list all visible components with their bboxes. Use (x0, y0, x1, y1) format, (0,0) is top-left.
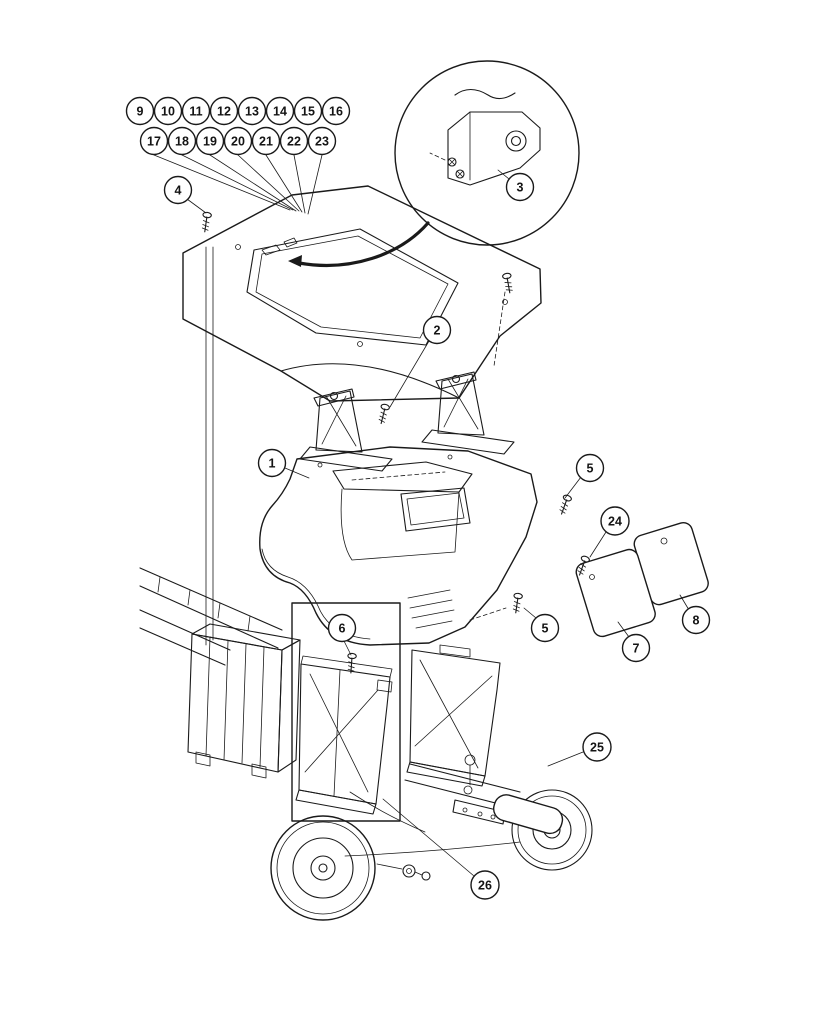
svg-text:16: 16 (329, 105, 343, 119)
top-cowl (182, 185, 542, 402)
callout-balloon-1: 1 (257, 448, 287, 478)
svg-text:23: 23 (315, 135, 329, 149)
callout-balloon-25: 25 (582, 732, 612, 762)
battery-box (187, 623, 301, 779)
callout-balloon-18: 18 (167, 126, 197, 156)
svg-text:13: 13 (245, 105, 259, 119)
callout-balloon-4: 4 (163, 175, 193, 205)
svg-text:8: 8 (693, 614, 700, 628)
svg-text:18: 18 (175, 135, 189, 149)
callout-balloon-16: 16 (321, 96, 351, 126)
screw-2 (376, 402, 391, 426)
callout-balloon-5-lower: 5 (530, 613, 560, 643)
screw-5-lower (511, 592, 524, 614)
svg-text:19: 19 (203, 135, 217, 149)
screw-5-upper (557, 493, 573, 517)
seat-hinge-right (421, 371, 515, 455)
callout-grid: 9 10 11 12 13 14 15 16 17 18 19 20 21 22… (125, 96, 351, 156)
svg-text:3: 3 (517, 181, 524, 195)
callout-balloon-14: 14 (265, 96, 295, 126)
svg-text:4: 4 (175, 184, 182, 198)
callout-balloon-21: 21 (251, 126, 281, 156)
screw-4 (200, 211, 213, 233)
callout-balloon-2: 2 (422, 315, 452, 345)
svg-text:6: 6 (339, 622, 346, 636)
svg-text:25: 25 (590, 741, 604, 755)
svg-text:26: 26 (478, 879, 492, 893)
diagram-line-art (139, 60, 709, 921)
callout-balloon-24: 24 (600, 506, 630, 536)
callout-balloon-11: 11 (181, 96, 211, 126)
detail-circle-inset (394, 60, 580, 246)
svg-text:5: 5 (587, 462, 594, 476)
callout-balloon-13: 13 (237, 96, 267, 126)
leader-lines (186, 169, 690, 877)
callout-balloon-23: 23 (307, 126, 337, 156)
svg-text:1: 1 (269, 457, 276, 471)
svg-text:21: 21 (259, 135, 273, 149)
svg-text:5: 5 (542, 622, 549, 636)
callout-balloon-8: 8 (681, 605, 711, 635)
callout-balloon-3: 3 (505, 172, 535, 202)
svg-text:24: 24 (608, 515, 622, 529)
callout-balloon-5-upper: 5 (575, 453, 605, 483)
callout-balloon-10: 10 (153, 96, 183, 126)
grid-leader-fan (153, 154, 323, 215)
svg-text:14: 14 (273, 105, 287, 119)
callout-balloon-7: 7 (621, 633, 651, 663)
callout-balloons: 4 3 2 1 5 24 5 6 7 8 25 26 (163, 172, 711, 900)
screw-6 (346, 652, 357, 674)
svg-text:17: 17 (147, 135, 161, 149)
svg-text:15: 15 (301, 105, 315, 119)
harness-arrow (288, 221, 430, 267)
callout-balloon-20: 20 (223, 126, 253, 156)
callout-balloon-9: 9 (125, 96, 155, 126)
svg-text:2: 2 (434, 324, 441, 338)
callout-balloon-12: 12 (209, 96, 239, 126)
front-frame (344, 763, 521, 857)
callout-balloon-19: 19 (195, 126, 225, 156)
front-bumper (492, 794, 564, 835)
callout-balloon-17: 17 (139, 126, 169, 156)
svg-text:12: 12 (217, 105, 231, 119)
svg-text:10: 10 (161, 105, 175, 119)
svg-text:20: 20 (231, 135, 245, 149)
callout-balloon-22: 22 (279, 126, 309, 156)
detail-box (291, 602, 401, 822)
callout-balloon-26: 26 (470, 870, 500, 900)
panel-7 (575, 548, 656, 638)
svg-text:22: 22 (287, 135, 301, 149)
callout-balloon-15: 15 (293, 96, 323, 126)
rocker-panel-right (406, 644, 501, 795)
screw-cowl-right (501, 272, 515, 295)
seat-hinge-left (299, 388, 393, 472)
chassis-rails (139, 567, 283, 666)
screw-4-projection-lines (205, 246, 214, 646)
main-body-shell (259, 446, 538, 646)
svg-text:7: 7 (633, 642, 640, 656)
svg-text:11: 11 (189, 105, 202, 119)
left-front-wheel (270, 815, 431, 921)
svg-text:9: 9 (137, 105, 144, 119)
callout-balloon-6: 6 (327, 613, 357, 643)
rocker-panel-left (295, 655, 393, 815)
